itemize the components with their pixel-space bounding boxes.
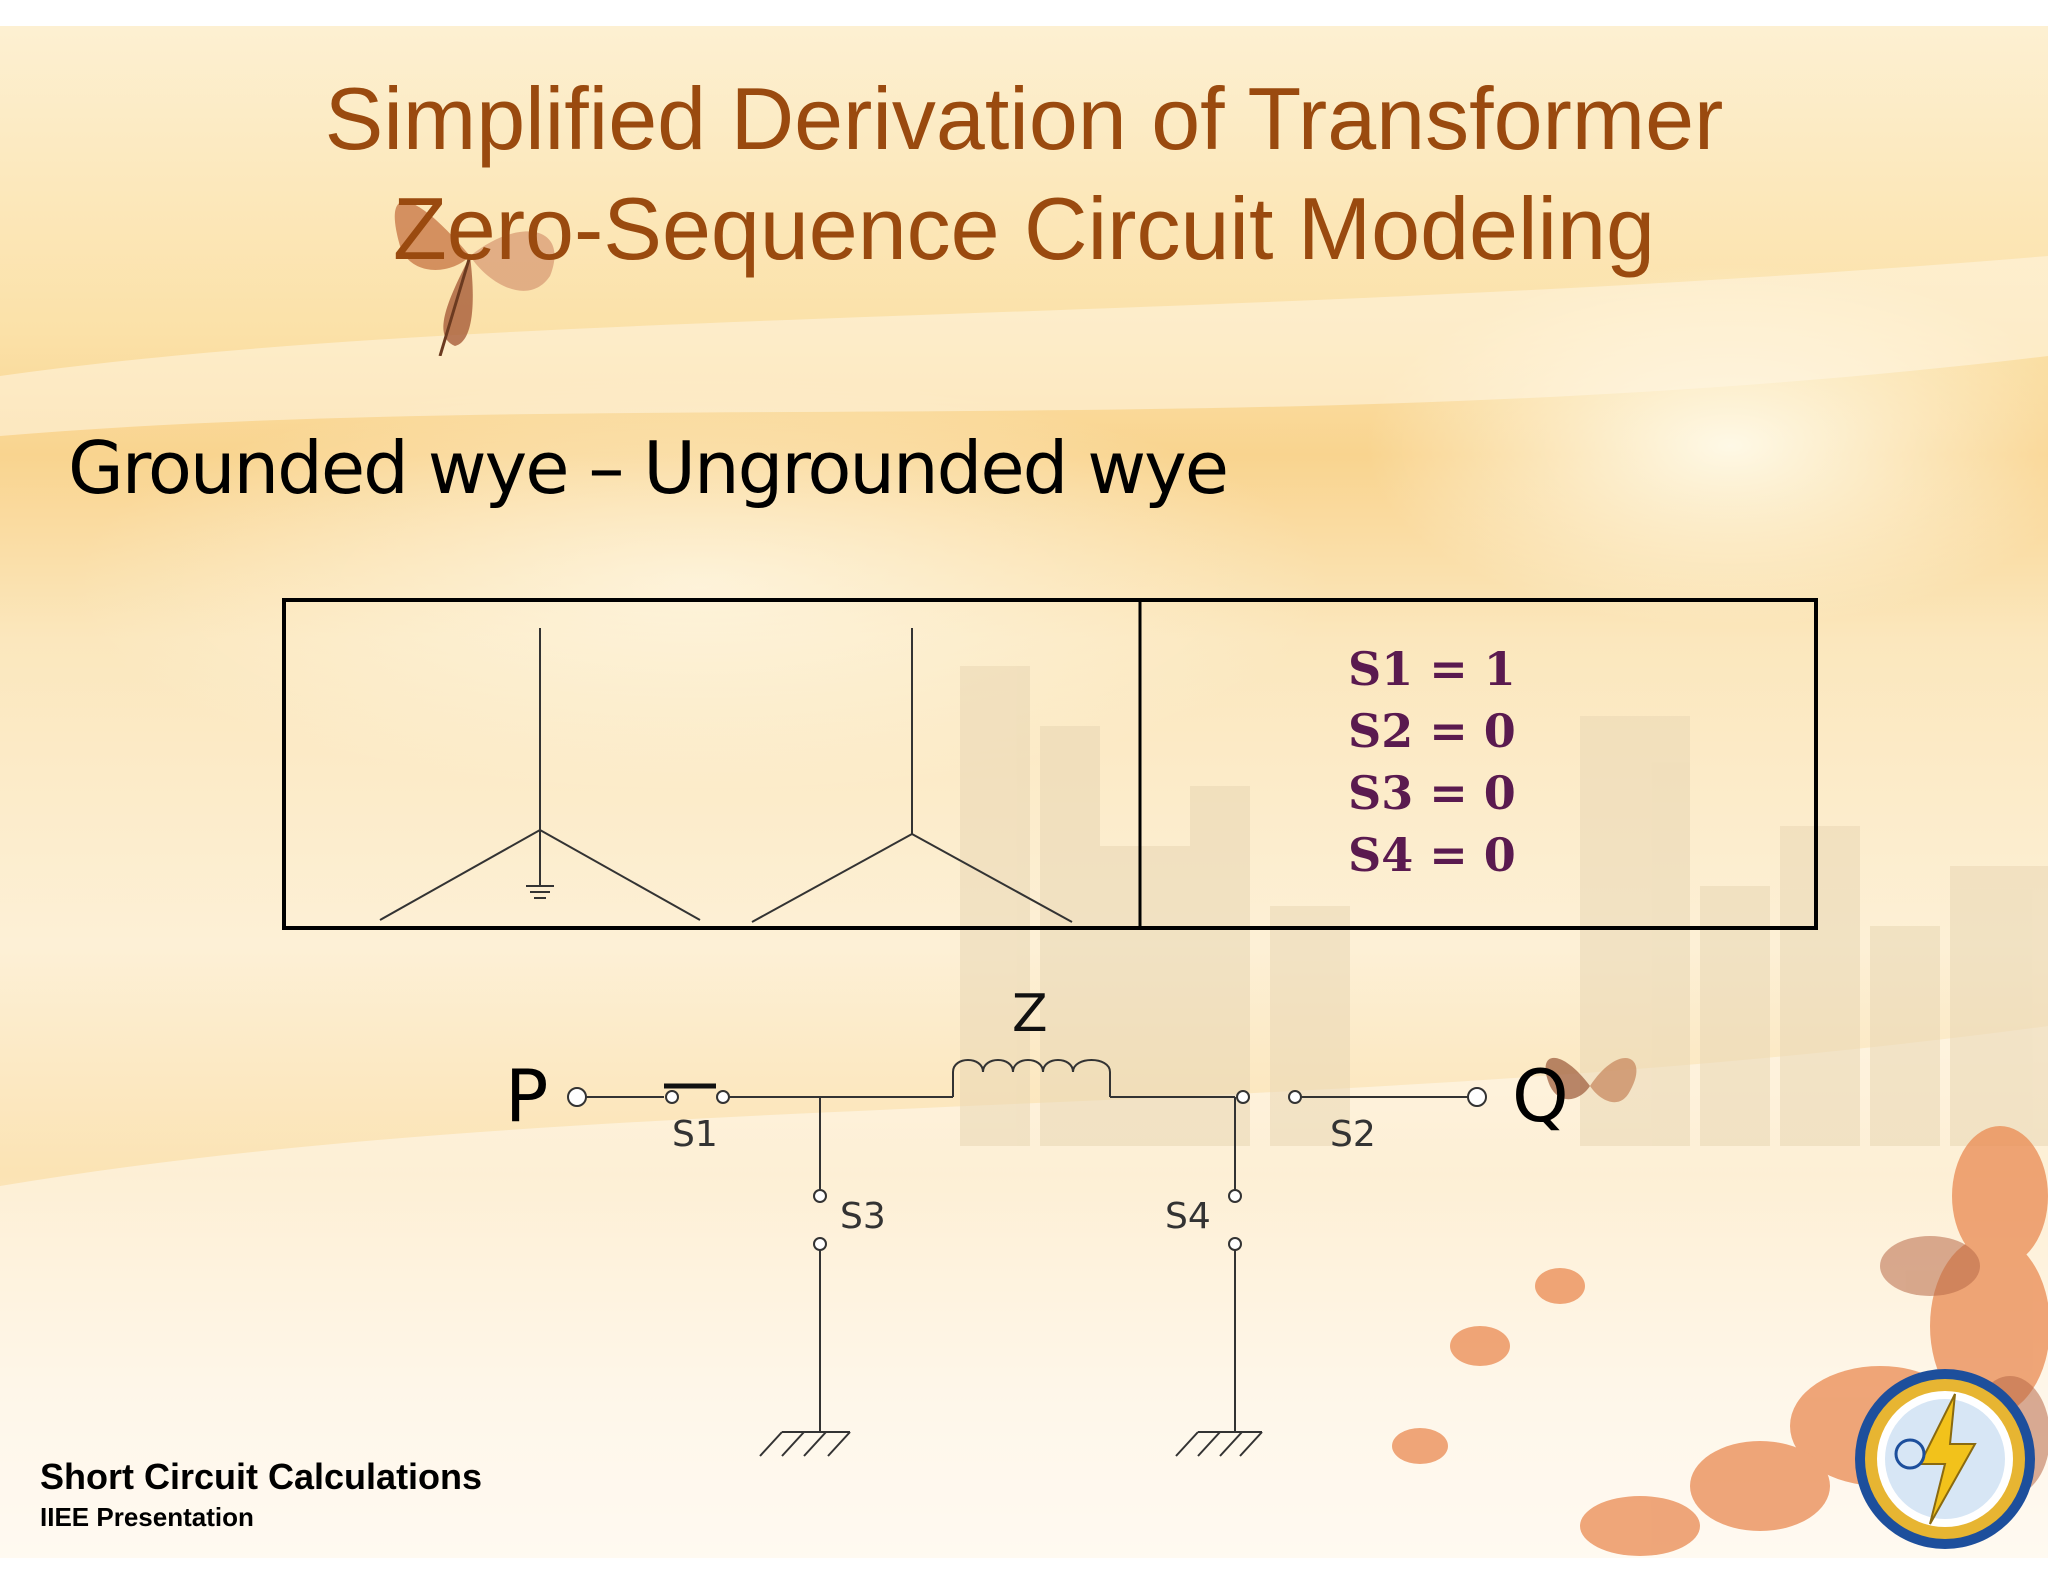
switch-s3-label: S3 [840,1196,886,1237]
connection-subtitle: Grounded wye – Ungrounded wye [68,426,1229,510]
setting-s3: S3 = 0 [1348,766,1516,820]
slide-title: Simplified Derivation of Transformer Zer… [0,64,2048,284]
node-p-label: P [505,1054,549,1138]
setting-s2: S2 = 0 [1348,704,1516,758]
switch-s4-label: S4 [1165,1196,1211,1237]
setting-s4: S4 = 0 [1348,828,1516,882]
footer-title: Short Circuit Calculations [40,1456,483,1497]
footer-subtitle: IIEE Presentation [40,1502,254,1532]
title-line-2: Zero-Sequence Circuit Modeling [393,179,1655,278]
butterfly-icon [394,201,555,356]
iiee-logo [1855,1369,2035,1549]
switch-s1-label: S1 [672,1114,718,1155]
ungrounded-wye-symbol [751,628,1073,923]
setting-s1: S1 = 1 [1348,642,1516,696]
switch-settings-list: S1 = 1 S2 = 0 S3 = 0 S4 = 0 [1348,638,1516,886]
slide: Simplified Derivation of Transformer Zer… [0,26,2048,1558]
switch-s2-label: S2 [1330,1114,1376,1155]
background-decoration [0,256,2048,1558]
grounded-wye-symbol [379,628,701,921]
node-q-label: Q [1512,1054,1569,1138]
impedance-label: Z [1012,984,1048,1044]
title-line-1: Simplified Derivation of Transformer [324,69,1724,168]
butterfly-icon-right [1545,1057,1637,1103]
connection-diagram-box [282,598,1818,930]
